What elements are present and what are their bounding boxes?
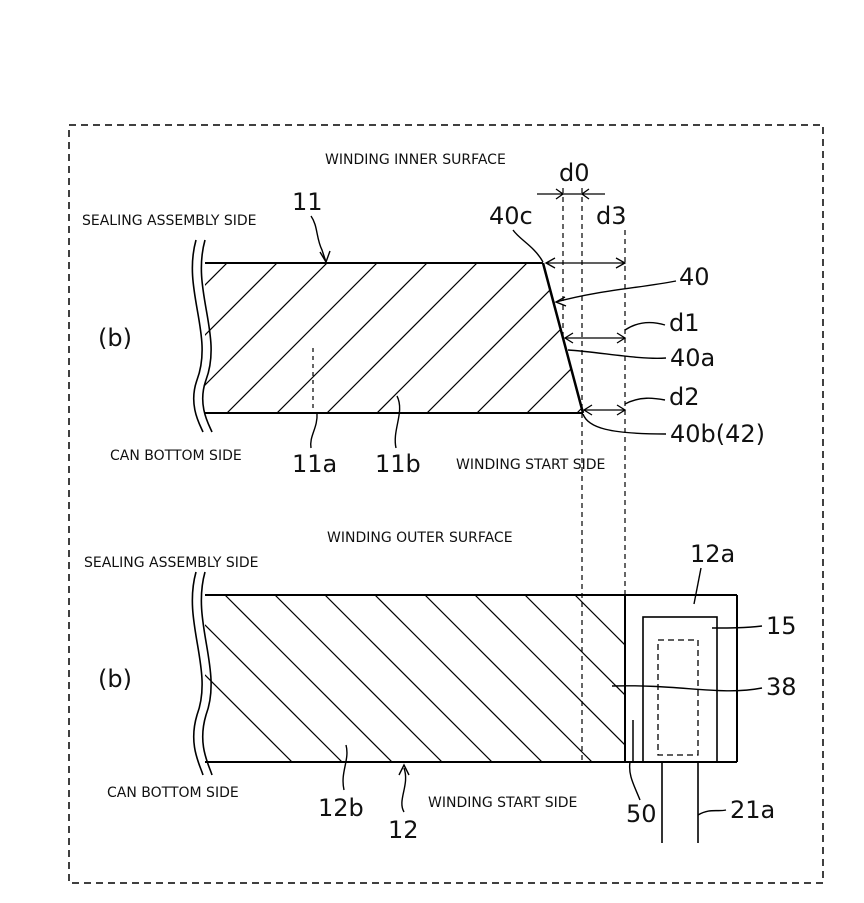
ref-38: 38: [766, 673, 797, 701]
upper-panel: WINDING INNER SURFACE SEALING ASSEMBLY S…: [60, 152, 790, 762]
ref-12a: 12a: [690, 540, 735, 568]
lower-winding-start-label: WINDING START SIDE: [428, 795, 577, 811]
lower-sealing-side-label: SEALING ASSEMBLY SIDE: [84, 555, 258, 571]
winding-inner-surface-label: WINDING INNER SURFACE: [325, 152, 506, 168]
ref-40c: 40c: [489, 202, 533, 230]
lead-inner-dashed: [658, 640, 698, 755]
ref-12b: 12b: [318, 794, 364, 822]
dim-d2: d2: [669, 383, 700, 411]
ref-11b: 11b: [375, 450, 421, 478]
leader-50: [630, 762, 640, 800]
leader-11b: [395, 396, 399, 448]
leader-40a: [568, 350, 666, 358]
ref-40a: 40a: [670, 344, 715, 372]
dim-d1: d1: [669, 309, 700, 337]
upper-winding-start-label: WINDING START SIDE: [456, 457, 605, 473]
ref-40: 40: [679, 263, 710, 291]
leader-11a: [311, 413, 317, 448]
outer-dashed-frame: [69, 125, 823, 883]
upper-panel-label: (b): [98, 324, 132, 352]
leader-40: [556, 281, 676, 302]
leader-11: [311, 216, 326, 262]
lower-panel: WINDING OUTER SURFACE SEALING ASSEMBLY S…: [84, 530, 830, 844]
lower-can-bottom-label: CAN BOTTOM SIDE: [107, 785, 239, 801]
lower-break-line-2: [201, 572, 212, 775]
leader-21a: [698, 810, 726, 815]
leader-d1: [625, 323, 665, 330]
ref-11: 11: [292, 188, 323, 216]
lower-panel-label: (b): [98, 665, 132, 693]
leader-12b: [343, 745, 347, 790]
ref-40b-42: 40b(42): [670, 420, 765, 448]
ref-15: 15: [766, 612, 797, 640]
dim-d0: d0: [559, 159, 590, 187]
upper-can-bottom-label: CAN BOTTOM SIDE: [110, 448, 242, 464]
upper-break-line-2: [201, 240, 212, 432]
arrow-40: [556, 297, 566, 306]
leader-12: [402, 768, 406, 812]
leader-d2: [625, 398, 665, 404]
upper-sealing-side-label: SEALING ASSEMBLY SIDE: [82, 213, 256, 229]
ref-11a: 11a: [292, 450, 337, 478]
dim-d3: d3: [596, 202, 627, 230]
ref-12: 12: [388, 816, 419, 844]
leader-38: [612, 686, 762, 691]
ref-50: 50: [626, 800, 657, 828]
leader-40c: [513, 230, 543, 262]
leader-12a: [694, 568, 701, 604]
winding-outer-surface-label: WINDING OUTER SURFACE: [327, 530, 513, 546]
arrow-11: [320, 251, 330, 262]
ref-21a: 21a: [730, 796, 775, 824]
